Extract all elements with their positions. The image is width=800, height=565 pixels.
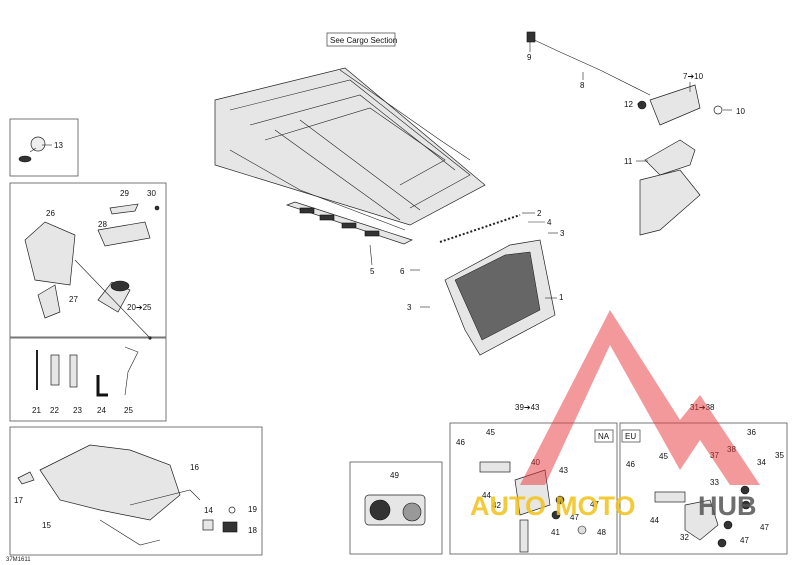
label-part-45a: 45 xyxy=(486,428,495,437)
label-part-5: 5 xyxy=(370,267,375,276)
cargo-rack-illustration xyxy=(214,67,486,231)
label-part-9: 9 xyxy=(527,53,532,62)
part-8-cable xyxy=(526,31,651,96)
label-part-47c: 47 xyxy=(760,523,769,532)
label-part-28: 28 xyxy=(98,220,107,229)
label-part-7: 7➔10 xyxy=(683,72,704,81)
na-region-label: NA xyxy=(598,432,610,441)
label-part-48: 48 xyxy=(597,528,606,537)
label-part-16: 16 xyxy=(190,463,199,472)
watermark-text-hub: HUB xyxy=(698,491,757,521)
label-part-12: 12 xyxy=(624,100,633,109)
label-part-33: 33 xyxy=(710,478,719,487)
label-part-36: 36 xyxy=(747,428,756,437)
eu-kit-illustration xyxy=(654,485,751,548)
see-cargo-section-callout: See Cargo Section xyxy=(326,32,397,47)
label-part-4: 4 xyxy=(547,218,552,227)
label-part-44b: 44 xyxy=(650,516,659,525)
label-part-25: 25 xyxy=(124,406,133,415)
label-part-42: 42 xyxy=(492,501,501,510)
part-13-illustration xyxy=(18,136,46,163)
label-part-34: 34 xyxy=(757,458,766,467)
label-part-29: 29 xyxy=(120,189,129,198)
label-part-10: 10 xyxy=(736,107,745,116)
part-5-rail xyxy=(285,201,413,245)
label-part-41: 41 xyxy=(551,528,560,537)
watermark-text-moto: MOTO xyxy=(555,491,636,521)
label-part-27: 27 xyxy=(69,295,78,304)
part-1-flap xyxy=(444,239,556,356)
label-part-1: 1 xyxy=(559,293,564,302)
tools-illustration xyxy=(36,346,139,397)
label-part-20: 20➔25 xyxy=(127,303,152,312)
label-part-15: 15 xyxy=(42,521,51,530)
na-region-tag xyxy=(594,429,614,443)
label-part-39: 39➔43 xyxy=(515,403,540,412)
watermark-text-auto: AUTO xyxy=(470,491,546,521)
label-part-32: 32 xyxy=(680,533,689,542)
label-part-3b: 3 xyxy=(407,303,412,312)
label-part-35: 35 xyxy=(775,451,784,460)
label-part-45b: 45 xyxy=(659,452,668,461)
box-part-13 xyxy=(9,118,79,177)
leader-lines xyxy=(42,42,732,308)
box-na-kit xyxy=(449,422,618,555)
label-part-30: 30 xyxy=(147,189,156,198)
taillight-assembly xyxy=(637,84,723,236)
label-part-46b: 46 xyxy=(626,460,635,469)
box-winch xyxy=(349,461,443,555)
label-part-3a: 3 xyxy=(560,229,565,238)
label-part-14: 14 xyxy=(204,506,213,515)
label-part-47a: 47 xyxy=(590,500,599,509)
label-part-8: 8 xyxy=(580,81,585,90)
eu-region-tag xyxy=(621,429,641,443)
label-part-13: 13 xyxy=(54,141,63,150)
watermark-logo: AUTO MOTO HUB xyxy=(470,310,760,521)
label-part-49: 49 xyxy=(390,471,399,480)
label-part-17: 17 xyxy=(14,496,23,505)
figure-code: 37M1611 xyxy=(6,557,31,563)
label-part-6: 6 xyxy=(400,267,405,276)
label-part-2: 2 xyxy=(537,209,542,218)
label-part-23: 23 xyxy=(73,406,82,415)
label-part-11: 11 xyxy=(624,157,633,166)
label-part-47d: 47 xyxy=(740,536,749,545)
part-labels: 1 2 3 3 4 5 6 7➔10 8 9 10 11 12 13 14 15… xyxy=(14,53,784,545)
label-part-22: 22 xyxy=(50,406,59,415)
label-part-26: 26 xyxy=(46,209,55,218)
label-part-47b: 47 xyxy=(570,513,579,522)
box-tools xyxy=(9,337,167,422)
label-part-46a: 46 xyxy=(456,438,465,447)
label-part-18: 18 xyxy=(248,526,257,535)
tool-kit-illustration xyxy=(24,203,160,340)
eu-region-label: EU xyxy=(625,432,636,441)
label-part-43: 43 xyxy=(559,466,568,475)
box-tool-kit xyxy=(9,182,167,338)
label-part-44a: 44 xyxy=(482,491,491,500)
label-part-21: 21 xyxy=(32,406,41,415)
part-2-strip xyxy=(439,214,521,243)
label-part-19: 19 xyxy=(248,505,257,514)
snowmobile-illustration xyxy=(17,444,238,546)
label-part-24: 24 xyxy=(97,406,106,415)
see-cargo-section-label: See Cargo Section xyxy=(330,36,397,45)
box-vehicle xyxy=(9,426,263,556)
winch-illustration xyxy=(364,494,426,526)
watermark-triangle xyxy=(520,310,760,485)
